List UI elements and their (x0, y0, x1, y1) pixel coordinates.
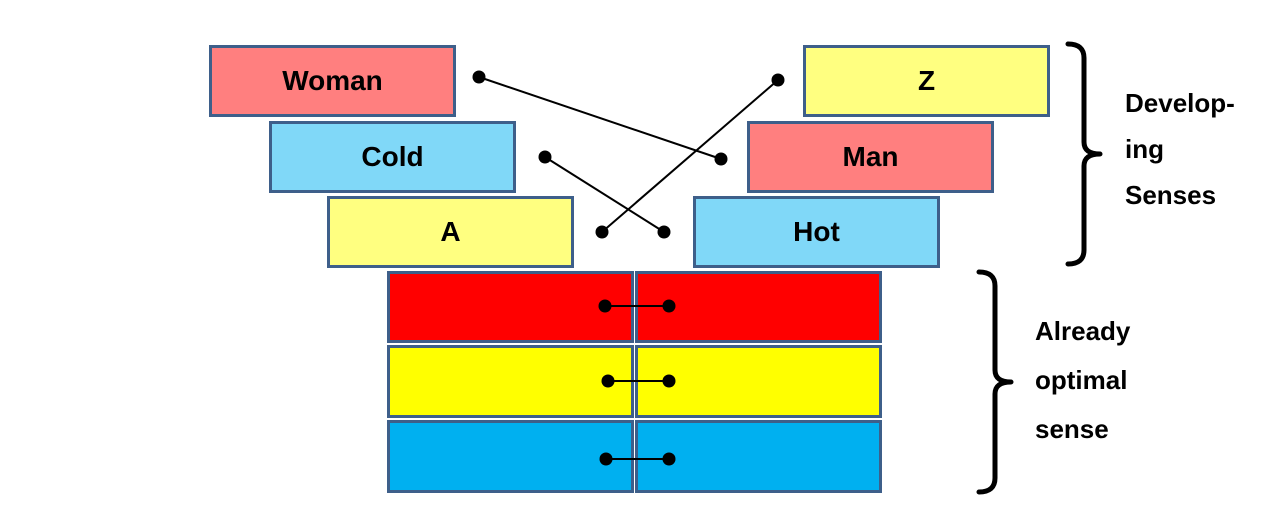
brace-developing (1065, 41, 1103, 267)
developing-line-2: ing (1125, 134, 1164, 164)
developing-line-1: Develop- (1125, 88, 1235, 118)
row-blue-left (387, 420, 634, 493)
dot-cold (538, 150, 552, 164)
dot-woman (472, 70, 486, 84)
label-woman: Woman (282, 65, 383, 96)
dot-z (771, 73, 785, 87)
dot-man (714, 152, 728, 166)
optimal-line-2: optimal (1035, 365, 1128, 395)
label-a: A (440, 216, 461, 247)
connector-cold-hot (544, 156, 665, 233)
label-man: Man (842, 141, 899, 172)
row-red-right (635, 271, 882, 343)
label-hot: Hot (793, 216, 840, 247)
dot-red-left (598, 299, 612, 313)
box-woman: Woman (209, 45, 456, 117)
dot-yellow-right (662, 374, 676, 388)
connector-a-z (601, 79, 779, 233)
brace-optimal (976, 269, 1014, 495)
dot-yellow-left (601, 374, 615, 388)
dot-red-right (662, 299, 676, 313)
dot-blue-left (599, 452, 613, 466)
box-cold: Cold (269, 121, 516, 193)
box-hot: Hot (693, 196, 940, 268)
connector-woman-man (478, 76, 722, 160)
optimal-line-1: Already (1035, 316, 1131, 346)
label-already-optimal: Already optimal sense (1035, 307, 1130, 454)
box-a: A (327, 196, 574, 268)
dot-hot (657, 225, 671, 239)
row-yellow-right (635, 345, 882, 418)
label-developing-senses: Develop- ing Senses (1125, 80, 1235, 218)
label-z: Z (917, 65, 936, 96)
box-man: Man (747, 121, 994, 193)
row-yellow-left (387, 345, 634, 418)
dot-blue-right (662, 452, 676, 466)
dot-a (595, 225, 609, 239)
label-cold: Cold (361, 141, 424, 172)
row-blue-right (635, 420, 882, 493)
box-z: Z (803, 45, 1050, 117)
optimal-line-3: sense (1035, 414, 1109, 444)
developing-line-3: Senses (1125, 180, 1217, 210)
